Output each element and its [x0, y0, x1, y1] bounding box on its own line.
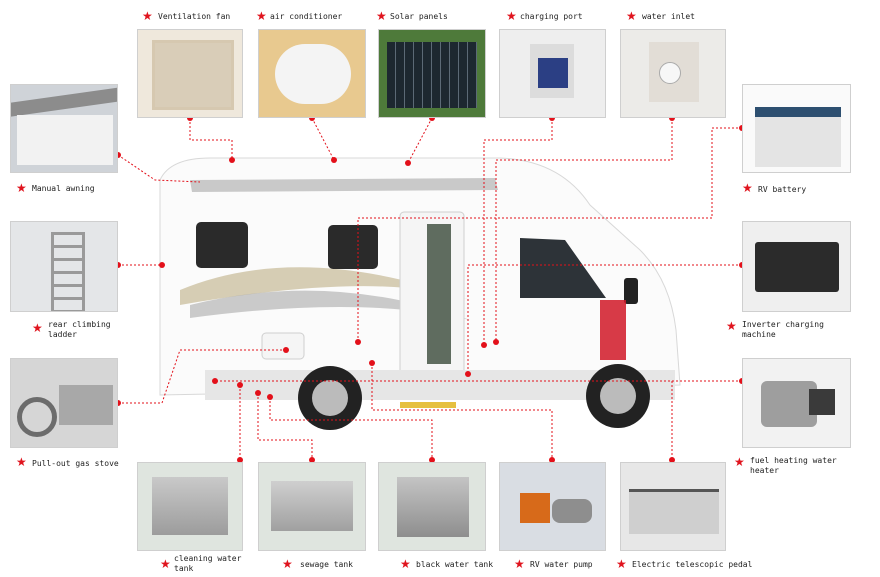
- pull-out-gas-stove-label: Pull-out gas stove: [32, 459, 119, 468]
- fuel-heating-water-heater-photo: [742, 358, 851, 448]
- star-icon: ★: [32, 321, 43, 335]
- pull-out-gas-stove-photo: [10, 358, 118, 448]
- marker-dot: [493, 339, 499, 345]
- black-water-tank-photo: [378, 462, 486, 551]
- ventilation-fan-photo: [137, 29, 243, 118]
- marker-dot: [465, 371, 471, 377]
- star-icon: ★: [16, 181, 27, 195]
- star-icon: ★: [616, 557, 627, 571]
- marker-dot: [115, 262, 121, 268]
- marker-dot: [212, 378, 218, 384]
- marker-dot: [267, 394, 273, 400]
- marker-dot: [369, 360, 375, 366]
- air-conditioner-photo: [258, 29, 366, 118]
- leader-paths: [117, 117, 742, 460]
- marker-dot: [159, 262, 165, 268]
- manual-awning-photo: [10, 84, 118, 173]
- rv-water-pump-photo: [499, 462, 606, 551]
- marker-dot: [429, 115, 435, 121]
- star-icon: ★: [734, 455, 745, 469]
- marker-dot: [237, 382, 243, 388]
- marker-dot: [405, 160, 411, 166]
- marker-dot: [669, 115, 675, 121]
- star-icon: ★: [726, 319, 737, 333]
- black-water-tank-label: black water tank: [416, 560, 494, 569]
- star-icon: ★: [16, 455, 27, 469]
- cleaning-water-tank-label: cleaning water tank: [174, 554, 242, 573]
- marker-dot: [355, 339, 361, 345]
- marker-dot: [309, 457, 315, 463]
- rear-climbing-ladder-label: rear climbing ladder: [48, 320, 111, 339]
- rear-climbing-ladder-photo: [10, 221, 118, 312]
- water-inlet-photo: [620, 29, 726, 118]
- star-icon: ★: [400, 557, 411, 571]
- charging-port-photo: [499, 29, 606, 118]
- marker-dot: [669, 457, 675, 463]
- solar-panels-photo: [378, 29, 486, 118]
- marker-dot: [429, 457, 435, 463]
- sewage-tank-label: sewage tank: [300, 560, 353, 569]
- marker-dot: [549, 115, 555, 121]
- fuel-heating-water-heater-label: fuel heating water heater: [750, 456, 837, 475]
- marker-dot: [331, 157, 337, 163]
- marker-dot: [237, 457, 243, 463]
- star-icon: ★: [282, 557, 293, 571]
- star-icon: ★: [506, 9, 517, 23]
- rv-battery-photo: [742, 84, 851, 173]
- star-icon: ★: [626, 9, 637, 23]
- water-inlet-label: water inlet: [642, 12, 695, 21]
- marker-dot: [255, 390, 261, 396]
- charging-port-label: charging port: [520, 12, 583, 21]
- electric-telescopic-pedal-label: Electric telescopic pedal: [632, 560, 753, 569]
- star-icon: ★: [256, 9, 267, 23]
- rv-battery-label: RV battery: [758, 185, 807, 194]
- rv-illustration: [159, 157, 681, 430]
- marker-dot: [115, 400, 121, 406]
- inverter-charging-machine-photo: [742, 221, 851, 312]
- sewage-tank-photo: [258, 462, 366, 551]
- ventilation-fan-label: Ventilation fan: [158, 12, 231, 21]
- marker-dot: [115, 152, 121, 158]
- marker-dot: [187, 115, 193, 121]
- marker-dot: [283, 347, 289, 353]
- star-icon: ★: [742, 181, 753, 195]
- cleaning-water-tank-photo: [137, 462, 243, 551]
- solar-panels-label: Solar panels: [390, 12, 448, 21]
- star-icon: ★: [514, 557, 525, 571]
- marker-dot: [481, 342, 487, 348]
- air-conditioner-label: air conditioner: [270, 12, 343, 21]
- marker-dot: [229, 157, 235, 163]
- electric-telescopic-pedal-photo: [620, 462, 726, 551]
- star-icon: ★: [142, 9, 153, 23]
- star-icon: ★: [376, 9, 387, 23]
- rv-water-pump-label: RV water pump: [530, 560, 593, 569]
- inverter-charging-machine-label: Inverter charging machine: [742, 320, 824, 339]
- marker-dot: [309, 115, 315, 121]
- star-icon: ★: [160, 557, 171, 571]
- manual-awning-label: Manual awning: [32, 184, 95, 193]
- marker-dot: [549, 457, 555, 463]
